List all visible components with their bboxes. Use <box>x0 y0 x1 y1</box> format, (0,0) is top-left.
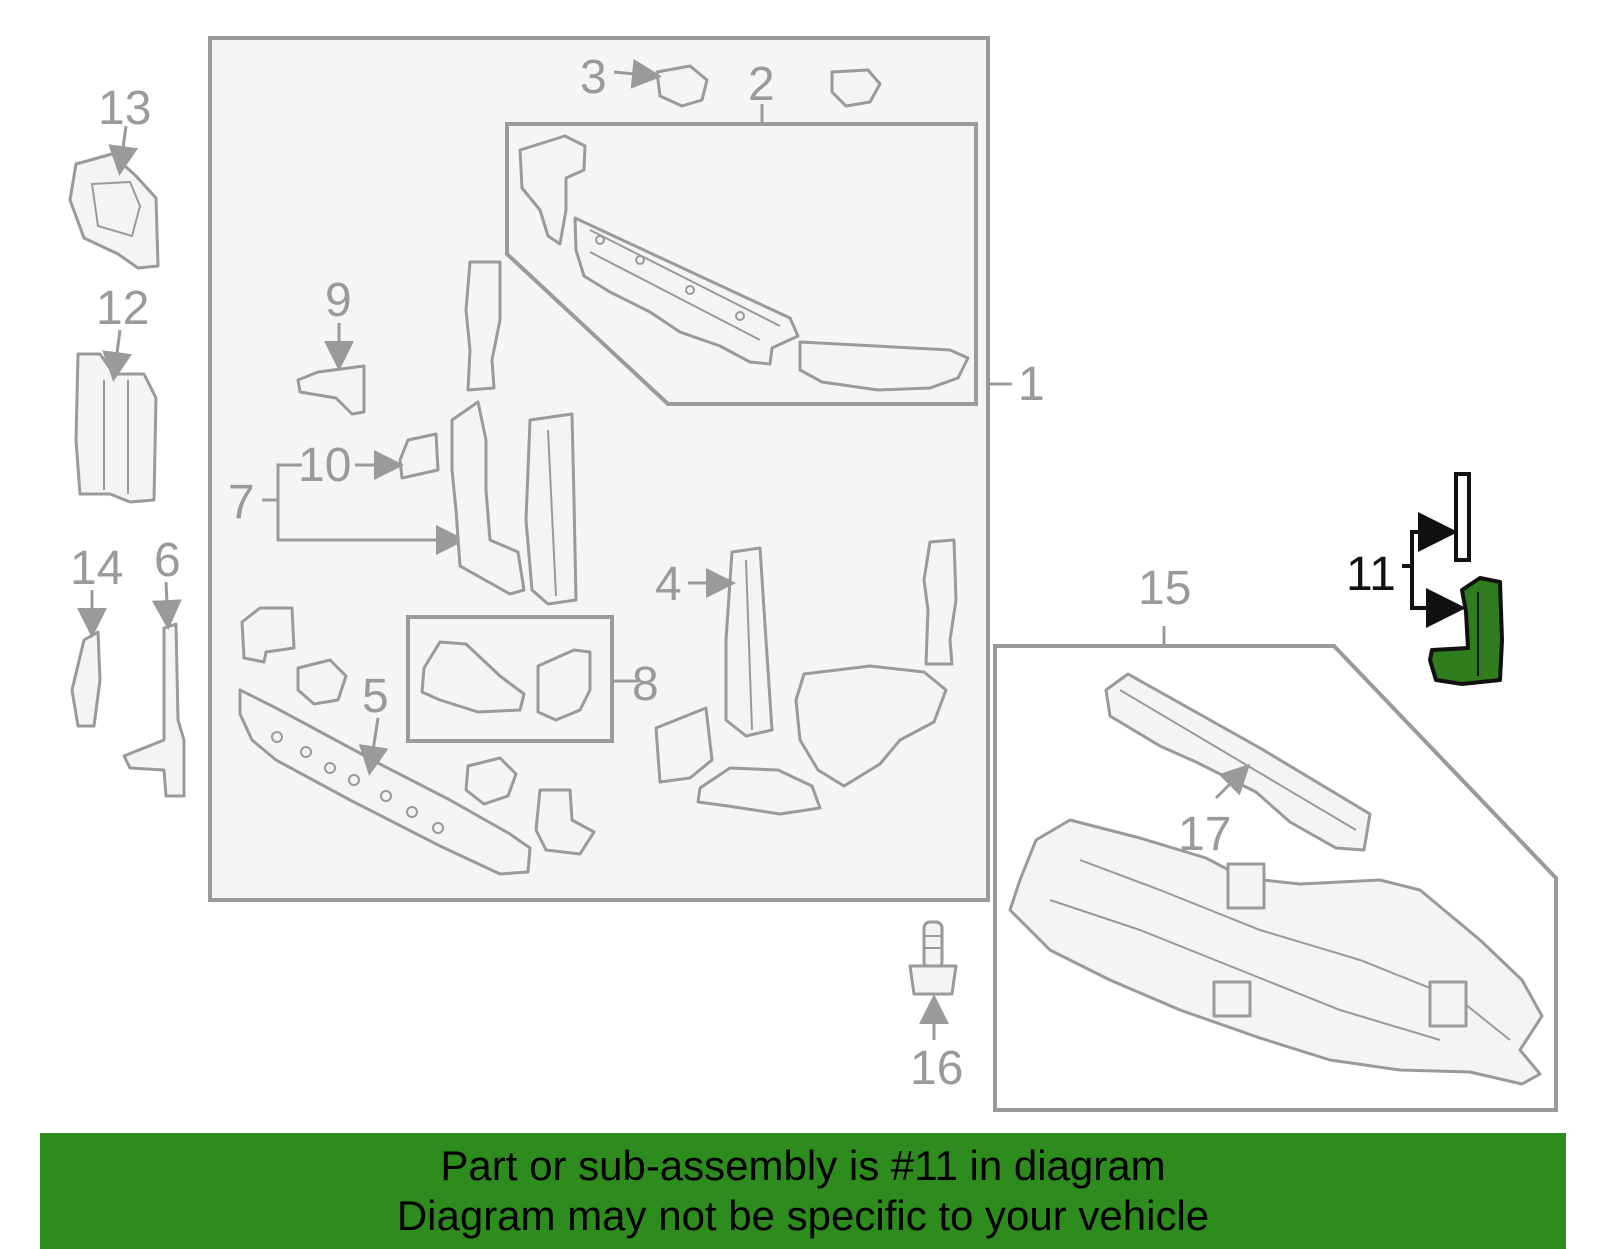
small-bracket-left-c-part <box>464 756 518 806</box>
side-support-7-part <box>450 400 526 596</box>
banner-line-2: Diagram may not be specific to your vehi… <box>396 1192 1210 1239</box>
lower-plate-right-part <box>696 766 822 816</box>
callout-5[interactable]: 5 <box>362 670 389 723</box>
bracket-9-part <box>296 364 366 416</box>
callout-15[interactable]: 15 <box>1138 562 1191 615</box>
callout-3[interactable]: 3 <box>580 51 607 104</box>
subframe-2 <box>505 122 978 406</box>
lower-bracket-right-part <box>794 664 948 788</box>
info-banner: Part or sub-assembly is #11 in diagram D… <box>40 1133 1566 1249</box>
lower-crossmember-5-part <box>238 688 532 876</box>
panel-13-part <box>68 152 160 270</box>
vertical-strip-right-part <box>922 538 958 666</box>
callout-10[interactable]: 10 <box>298 439 351 492</box>
callout-11[interactable]: 11 <box>1346 548 1396 601</box>
bracket-2b-part <box>830 68 882 108</box>
bracket-8a-part <box>420 640 526 714</box>
callout-16[interactable]: 16 <box>910 1042 963 1095</box>
support-6-part <box>122 622 186 798</box>
callout-6[interactable]: 6 <box>154 534 181 587</box>
part-11-leader <box>1402 512 1458 568</box>
callout-7[interactable]: 7 <box>228 476 255 529</box>
part-11-bracket <box>1428 576 1504 686</box>
bracket-8b-part <box>536 648 592 722</box>
small-bracket-left-a-part <box>240 606 296 664</box>
callout-2[interactable]: 2 <box>748 58 775 111</box>
crossmember-17-part <box>1104 672 1372 852</box>
small-bracket-left-b-part <box>296 658 348 706</box>
callout-14[interactable]: 14 <box>70 542 123 595</box>
under-cover-15-part <box>1008 818 1544 1086</box>
subframe-8 <box>406 615 614 743</box>
panel-12-part <box>74 352 158 504</box>
callout-9[interactable]: 9 <box>325 274 352 327</box>
banner-line-1: Part or sub-assembly is #11 in diagram <box>440 1142 1166 1189</box>
upper-support-part <box>518 134 970 392</box>
part-11-strip <box>1454 472 1471 562</box>
callout-4[interactable]: 4 <box>655 558 682 611</box>
subframe-15 <box>993 644 1558 1112</box>
bolt-16-part <box>908 920 958 996</box>
callout-12[interactable]: 12 <box>96 282 149 335</box>
callout-13[interactable]: 13 <box>98 82 151 135</box>
bracket-3-part <box>655 64 709 108</box>
callout-1[interactable]: 1 <box>1018 358 1045 411</box>
vertical-strip-part <box>464 260 502 392</box>
small-bracket-right-part <box>654 706 714 784</box>
small-bracket-left-d-part <box>534 788 596 856</box>
bracket-14-part <box>70 630 102 728</box>
callout-8[interactable]: 8 <box>632 658 659 711</box>
